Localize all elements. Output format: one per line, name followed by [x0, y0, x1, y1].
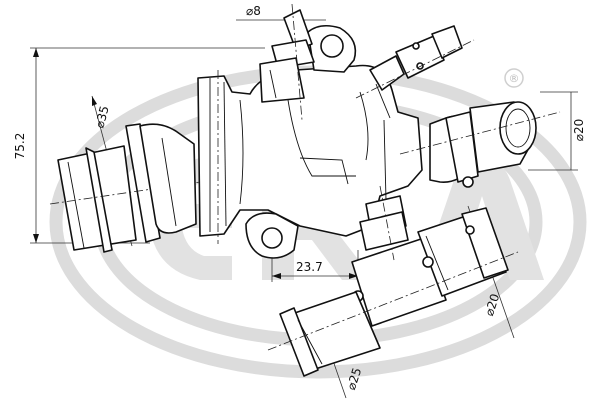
dimension-small-nipple: ⌀8: [236, 4, 326, 21]
lower-mounting-ear: [245, 212, 299, 259]
dimension-overall-height: 75.2: [13, 47, 265, 244]
right-outlet-pipe-20: [399, 101, 561, 183]
dimension-right-outlet: ⌀20: [528, 91, 586, 171]
temperature-sensor: [355, 25, 475, 119]
right-outlet-diameter-label: ⌀20: [572, 119, 586, 142]
fastener-detail: [462, 176, 475, 235]
left-inlet-diameter-label: ⌀35: [92, 104, 111, 129]
lower-outlet-pipe: [267, 185, 519, 377]
small-nipple-diameter-label: ⌀8: [246, 4, 261, 18]
left-inlet-pipe: [49, 123, 201, 253]
lower-tip-diameter-label: ⌀25: [344, 366, 364, 392]
small-nipple-8: [259, 3, 315, 121]
horizontal-offset-label: 23.7: [296, 260, 323, 274]
left-flange: [139, 123, 197, 234]
thermostat-housing: [49, 3, 561, 377]
dimension-horizontal-offset: 23.7: [271, 250, 359, 282]
lower-mounting-hole: [261, 227, 283, 249]
overall-height-label: 75.2: [13, 133, 27, 160]
registered-mark-circle: [504, 68, 524, 88]
upper-mounting-hole: [320, 34, 344, 58]
upper-mounting-ear: [307, 24, 357, 73]
lower-outlet-diameter-label: ⌀20: [482, 292, 502, 318]
registered-mark: ®: [509, 72, 520, 85]
